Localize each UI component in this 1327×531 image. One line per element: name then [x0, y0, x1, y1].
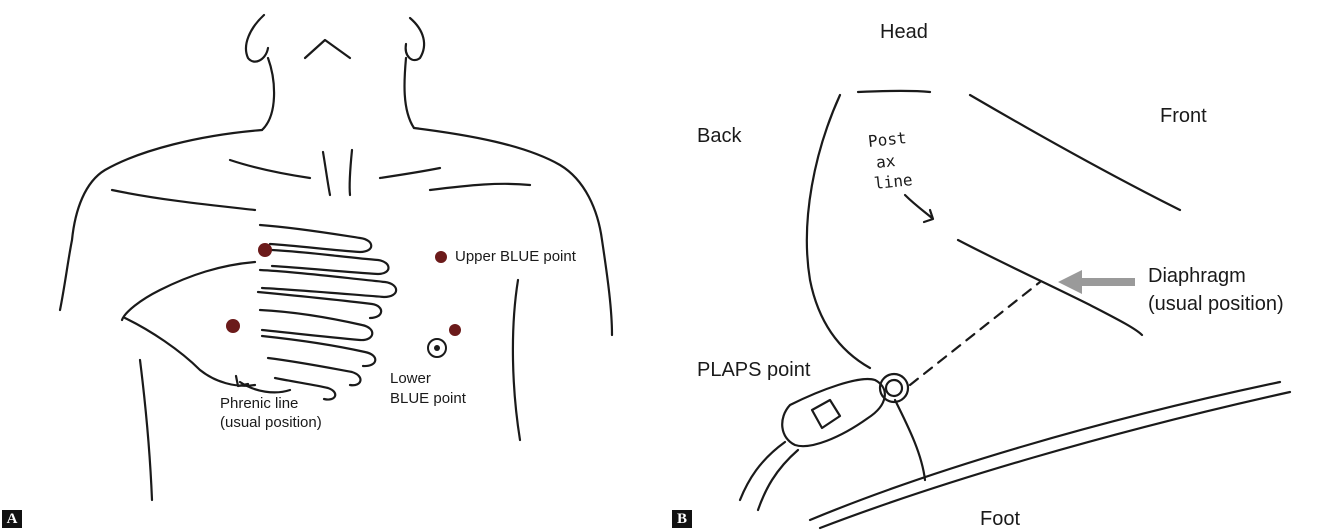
- head-label: Head: [880, 20, 928, 44]
- front-label: Front: [1160, 104, 1207, 128]
- handwritten-ax: ax: [875, 151, 896, 172]
- panel-b-probe: [782, 374, 908, 446]
- phrenic-line-label-line1: Phrenic line: [220, 395, 298, 413]
- handwritten-arrow: [905, 195, 933, 222]
- nipple-marker: [428, 339, 446, 357]
- plaps-guide-dashed-line: [910, 282, 1040, 385]
- lower-blue-point-label-line1: Lower: [390, 370, 431, 388]
- diaphragm-label-line1: Diaphragm: [1148, 264, 1246, 288]
- lower-blue-point-label-line2: BLUE point: [390, 390, 466, 408]
- handwritten-line: line: [873, 170, 913, 193]
- phrenic-line-label-line2: (usual position): [220, 414, 322, 432]
- upper-blue-point-label: Upper BLUE point: [455, 248, 576, 266]
- left-upper-point: [258, 243, 272, 257]
- upper-blue-point: [435, 251, 447, 263]
- diaphragm-label-line2: (usual position): [1148, 292, 1284, 316]
- lower-blue-point: [449, 324, 461, 336]
- handwritten-post: Post: [867, 128, 907, 151]
- diaphragm-arrow: [1058, 270, 1135, 294]
- back-label: Back: [697, 124, 741, 148]
- panel-b-tag: B: [672, 510, 692, 528]
- left-lower-point: [226, 319, 240, 333]
- panel-a-tag: A: [2, 510, 22, 528]
- plaps-point-label: PLAPS point: [697, 358, 810, 382]
- foot-label: Foot: [980, 507, 1020, 531]
